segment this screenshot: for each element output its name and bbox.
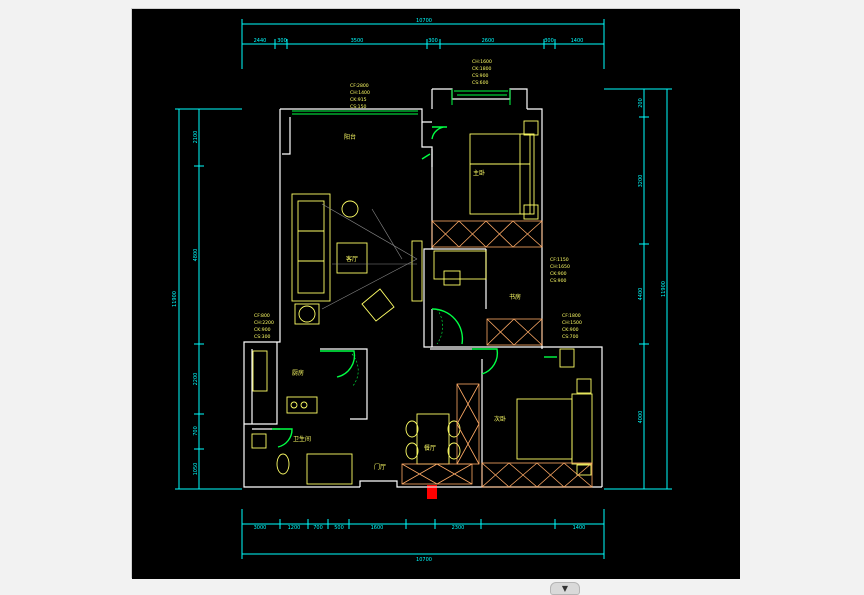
cad-viewer[interactable]: 10700 2440 300 3500 300 2600 300 1400 30… [131, 8, 740, 595]
dim-right-total: 11900 [661, 281, 667, 297]
dim-bottom-seg-4: 500 [334, 525, 344, 531]
svg-text:CS:900: CS:900 [472, 73, 489, 79]
room-label-dining: 餐厅 [424, 444, 436, 452]
room-label-entrance: 门厅 [374, 463, 386, 471]
dim-bottom-seg-3: 700 [313, 525, 323, 531]
dimension-labels: 10700 2440 300 3500 300 2600 300 1400 30… [172, 18, 667, 563]
dim-right-seg-3: 4400 [638, 288, 644, 301]
svg-text:CF:1800: CF:1800 [562, 313, 581, 319]
furniture [251, 120, 593, 485]
dim-top-seg-6: 300 [544, 38, 554, 44]
dim-bottom-seg-6: 2300 [452, 525, 465, 531]
annotations: CF:2800 CH:1400 CK:915 CS:150 CH:1600 CK… [254, 59, 582, 340]
dim-bottom-seg-1: 3000 [254, 525, 267, 531]
annotation-balcony: CF:2800 CH:1400 CK:915 CS:150 [350, 83, 370, 110]
dim-right-seg-4: 4000 [638, 411, 644, 424]
annotation-kitchen: CF:800 CH:2200 CK:900 CS:300 [254, 313, 274, 340]
dim-right-seg-1: 200 [638, 98, 644, 108]
svg-text:CH:1400: CH:1400 [350, 90, 370, 96]
dim-left-seg-2: 4800 [193, 249, 199, 262]
dim-top-seg-7: 1400 [571, 38, 584, 44]
svg-text:CF:2800: CF:2800 [350, 83, 369, 89]
room-label-living: 客厅 [346, 255, 358, 263]
dim-bottom-seg-7: 1400 [573, 525, 586, 531]
windows [292, 89, 511, 115]
scroll-handle[interactable]: ▼ [550, 582, 580, 595]
dim-bottom-seg-5: 1600 [371, 525, 384, 531]
guide-lines [321, 203, 418, 310]
svg-text:CS:900: CS:900 [550, 278, 567, 284]
svg-text:CH:2200: CH:2200 [254, 320, 274, 326]
entry-marker [427, 485, 437, 499]
annotation-master-bedroom: CH:1600 CK:1800 CS:900 CS:600 [472, 59, 492, 86]
dim-bottom-total: 10700 [416, 557, 432, 563]
svg-text:CH:1600: CH:1600 [472, 59, 492, 65]
dim-top-seg-1: 2440 [254, 38, 267, 44]
dim-top-seg-2: 300 [277, 38, 287, 44]
annotation-study: CF:1150 CH:1650 CK:900 CS:900 [550, 257, 570, 284]
svg-text:CK:915: CK:915 [350, 97, 367, 103]
svg-text:CK:900: CK:900 [254, 327, 271, 333]
svg-text:CK:900: CK:900 [550, 271, 567, 277]
room-label-kitchen: 厨房 [292, 369, 304, 377]
dim-top-seg-3: 3500 [351, 38, 364, 44]
dim-left-seg-3: 2200 [193, 373, 199, 386]
svg-text:CS:150: CS:150 [350, 104, 367, 110]
svg-text:CH:1650: CH:1650 [550, 264, 570, 270]
dim-right-seg-2: 3200 [638, 175, 644, 188]
room-label-bathroom: 卫生间 [293, 435, 311, 443]
svg-text:CF:1150: CF:1150 [550, 257, 569, 263]
dimension-lines [175, 19, 672, 559]
chevron-down-icon: ▼ [561, 584, 569, 593]
room-labels: 阳台 客厅 主卧 书房 厨房 次卧 卫生间 餐厅 门厅 [292, 133, 521, 471]
room-label-master-bedroom: 主卧 [473, 169, 485, 177]
svg-text:CK:900: CK:900 [562, 327, 579, 333]
annotation-second-bedroom: CF:1800 CH:1500 CK:900 CS:700 [562, 313, 582, 340]
room-label-study: 书房 [509, 293, 521, 301]
room-label-second-bedroom: 次卧 [494, 415, 506, 423]
dim-top-seg-4: 300 [428, 38, 438, 44]
dim-left-seg-1: 2100 [193, 131, 199, 144]
dim-left-total: 11900 [172, 291, 178, 307]
dim-left-seg-5: 1050 [193, 463, 199, 476]
svg-text:CS:700: CS:700 [562, 334, 579, 340]
dim-bottom-seg-2: 1200 [288, 525, 301, 531]
wardrobes [401, 220, 593, 488]
door-swings [351, 308, 443, 388]
svg-text:CK:1800: CK:1800 [472, 66, 492, 72]
dim-left-seg-4: 700 [193, 426, 199, 436]
svg-text:CF:800: CF:800 [254, 313, 270, 319]
dim-top-total: 10700 [416, 18, 432, 24]
doors [272, 126, 557, 448]
room-label-balcony: 阳台 [344, 133, 356, 141]
svg-text:CS:300: CS:300 [254, 334, 271, 340]
dim-top-seg-5: 2600 [482, 38, 495, 44]
walls [243, 88, 603, 488]
svg-text:CS:600: CS:600 [472, 80, 489, 86]
svg-text:CH:1500: CH:1500 [562, 320, 582, 326]
floor-plan: 10700 2440 300 3500 300 2600 300 1400 30… [132, 9, 740, 579]
